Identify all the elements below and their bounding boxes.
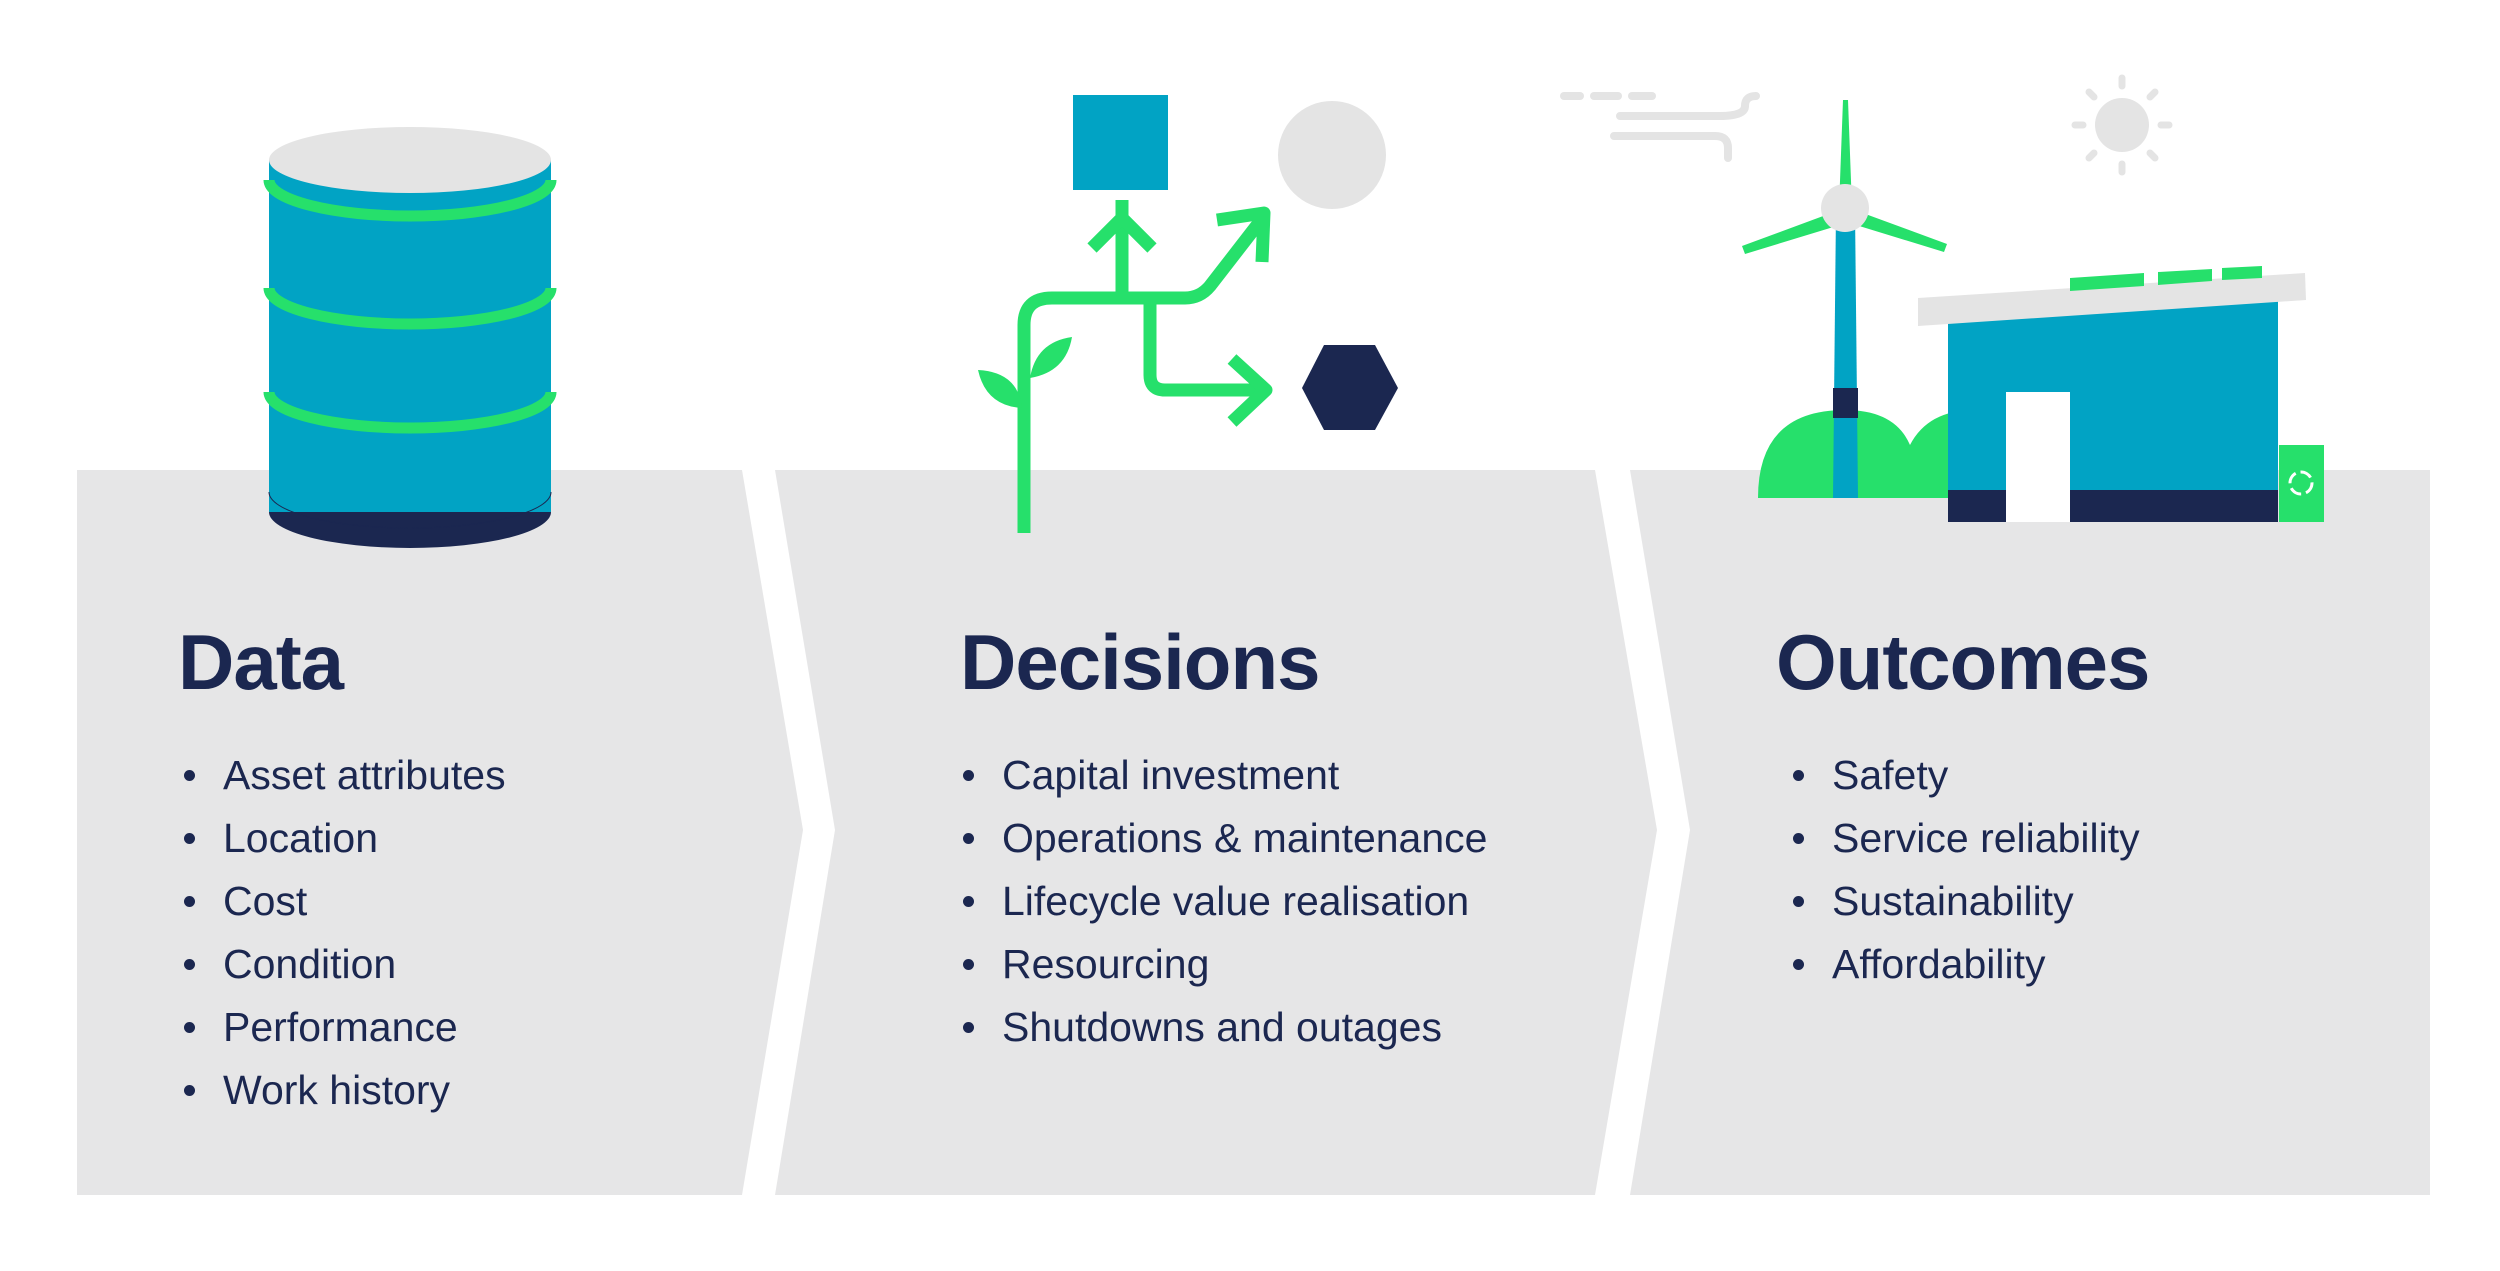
bullet-icon bbox=[184, 896, 195, 907]
list-item: Cost bbox=[178, 870, 506, 933]
list-item: Performance bbox=[178, 996, 506, 1059]
bullet-icon bbox=[184, 959, 195, 970]
leaf-icon bbox=[1030, 337, 1072, 378]
panel-outcomes-background bbox=[1630, 470, 2430, 1195]
database-icon bbox=[263, 127, 557, 548]
panel-title-data: Data bbox=[178, 618, 344, 706]
list-item: Work history bbox=[178, 1059, 506, 1122]
bullet-icon bbox=[1793, 833, 1804, 844]
circle-shape-icon bbox=[1278, 101, 1386, 209]
list-item: Service reliability bbox=[1787, 807, 2140, 870]
bullet-icon bbox=[1793, 896, 1804, 907]
panel-title-outcomes: Outcomes bbox=[1776, 618, 2150, 706]
bullet-icon bbox=[184, 1022, 195, 1033]
bullet-icon bbox=[184, 770, 195, 781]
sun-icon bbox=[2071, 74, 2173, 176]
bullet-icon bbox=[963, 896, 974, 907]
panel-data-background bbox=[77, 470, 803, 1195]
bullet-icon bbox=[184, 1085, 195, 1096]
bullet-icon bbox=[184, 833, 195, 844]
panel-list-decisions: Capital investment Operations & maintena… bbox=[957, 744, 1487, 1059]
list-item: Operations & maintenance bbox=[957, 807, 1487, 870]
list-item: Resourcing bbox=[957, 933, 1487, 996]
panel-list-outcomes: Safety Service reliability Sustainabilit… bbox=[1787, 744, 2140, 996]
bullet-icon bbox=[963, 770, 974, 781]
list-item: Affordability bbox=[1787, 933, 2140, 996]
wind-turbine-building-icon bbox=[1560, 74, 2324, 522]
list-item: Location bbox=[178, 807, 506, 870]
list-item: Capital investment bbox=[957, 744, 1487, 807]
bullet-icon bbox=[963, 1022, 974, 1033]
list-item: Asset attributes bbox=[178, 744, 506, 807]
list-item: Shutdowns and outages bbox=[957, 996, 1487, 1059]
bullet-icon bbox=[1793, 770, 1804, 781]
leaf-icon bbox=[978, 370, 1022, 408]
bullet-icon bbox=[1793, 959, 1804, 970]
panel-title-decisions: Decisions bbox=[960, 618, 1320, 706]
panel-list-data: Asset attributes Location Cost Condition… bbox=[178, 744, 506, 1122]
list-item: Safety bbox=[1787, 744, 2140, 807]
panel-decisions-background bbox=[775, 470, 1657, 1195]
hexagon-shape-icon bbox=[1302, 345, 1398, 430]
list-item: Condition bbox=[178, 933, 506, 996]
square-shape-icon bbox=[1073, 95, 1168, 190]
list-item: Sustainability bbox=[1787, 870, 2140, 933]
bullet-icon bbox=[963, 959, 974, 970]
bullet-icon bbox=[963, 833, 974, 844]
branching-arrows-icon bbox=[978, 95, 1398, 533]
recycle-bin-icon bbox=[2279, 445, 2324, 522]
list-item: Lifecycle value realisation bbox=[957, 870, 1487, 933]
